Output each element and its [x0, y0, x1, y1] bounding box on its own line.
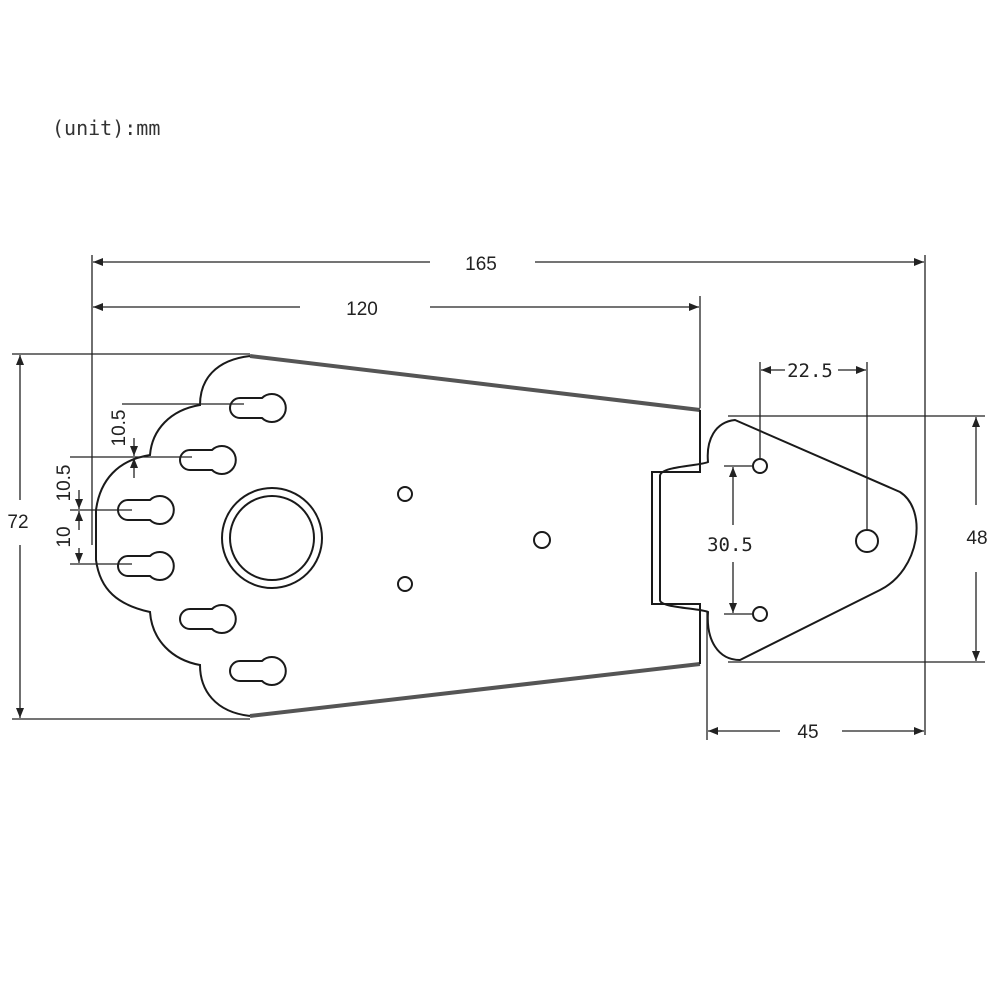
- small-hole: [397, 576, 413, 592]
- keyhole-slots: [117, 393, 287, 686]
- plate-top-edge: [249, 354, 701, 412]
- plate-hinge-notch: [651, 410, 701, 664]
- dim-label-165: 165: [465, 254, 497, 275]
- small-hole: [533, 531, 551, 549]
- keyhole-slot: [117, 495, 175, 525]
- dim-tail-hole-spacing: 30.5: [707, 465, 754, 615]
- dim-hole-spacings: 10.5 10.5 10: [54, 403, 244, 565]
- tail-hole-main: [855, 529, 879, 553]
- dim-label-10: 10: [54, 526, 75, 547]
- plate-scalloped-edge: [95, 355, 251, 717]
- dim-label-30-5: 30.5: [707, 534, 753, 556]
- tail-piece: [659, 418, 918, 662]
- dim-label-22-5: 22.5: [787, 360, 833, 382]
- dim-plate-length: 120: [93, 296, 701, 408]
- tail-hole-top: [752, 458, 768, 474]
- dim-tail-height: 48: [728, 415, 988, 663]
- keyhole-slot: [179, 604, 237, 634]
- main-plate: [95, 354, 701, 718]
- center-ring-outer: [221, 487, 323, 589]
- unit-label: (unit):mm: [52, 116, 161, 140]
- dim-label-10-5-top: 10.5: [109, 410, 130, 447]
- dim-label-72: 72: [7, 512, 28, 533]
- dim-overall-length: 165: [91, 254, 926, 735]
- dim-plate-height: 72: [7, 353, 250, 720]
- tail-hole-bottom: [752, 606, 768, 622]
- center-ring-inner: [229, 495, 315, 581]
- keyhole-slot: [229, 393, 287, 423]
- tail-outline: [659, 418, 918, 662]
- dim-tail-length: 45: [706, 612, 924, 743]
- dim-label-120: 120: [346, 299, 378, 320]
- small-hole: [397, 486, 413, 502]
- keyhole-slot: [117, 551, 175, 581]
- dim-label-45: 45: [797, 722, 818, 743]
- plate-holes: [221, 486, 551, 592]
- plate-bottom-edge: [249, 662, 701, 718]
- keyhole-slot: [179, 445, 237, 475]
- dim-tail-hole-offset: 22.5: [759, 360, 868, 530]
- dim-label-48: 48: [966, 528, 987, 549]
- keyhole-slot: [229, 656, 287, 686]
- dim-label-10-5-mid: 10.5: [54, 465, 75, 502]
